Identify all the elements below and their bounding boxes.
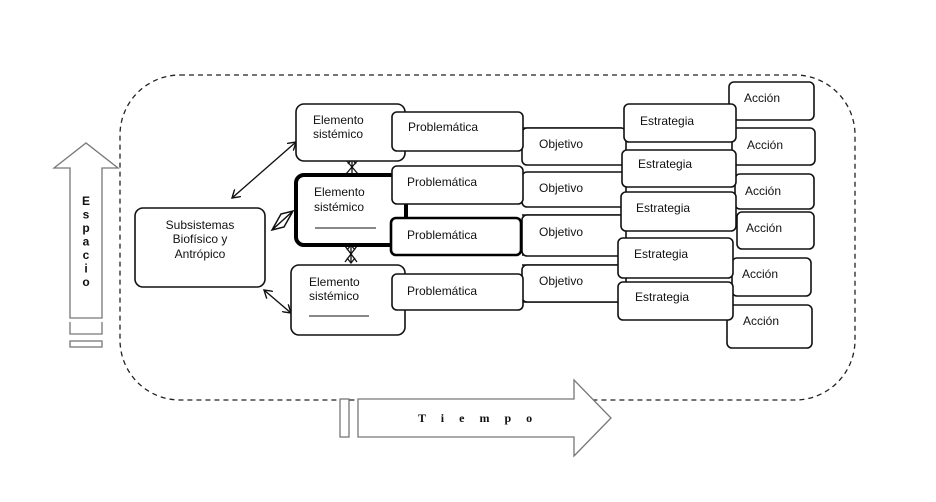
problems: Problemática Problemática Problemática P… xyxy=(389,111,524,311)
objective-label: Objetivo xyxy=(539,137,583,151)
element-2-3-link xyxy=(344,243,358,265)
svg-text:sistémico: sistémico xyxy=(309,289,359,303)
problem-box xyxy=(391,165,524,205)
space-axis-letter: i xyxy=(84,262,87,276)
strategies: Estrategia Estrategia Estrategia Estrate… xyxy=(617,103,737,321)
root-subsystems-box xyxy=(134,207,266,288)
actions: Acción Acción Acción Acción Acción Acció… xyxy=(726,81,816,349)
strategy-label: Estrategia xyxy=(638,157,692,171)
space-axis-letter: o xyxy=(82,275,89,289)
action-box xyxy=(731,127,816,166)
root-to-element-2-link xyxy=(270,209,295,232)
space-axis-letter: E xyxy=(82,194,90,208)
problem-label: Problemática xyxy=(407,284,477,298)
strategy-label: Estrategia xyxy=(636,201,690,215)
strategy-box xyxy=(623,103,737,143)
space-axis-letter: p xyxy=(82,221,89,235)
strategy-box xyxy=(621,149,737,188)
problem-label: Problemática xyxy=(408,120,478,134)
objectives: Objetivo Objetivo Objetivo Objetivo xyxy=(521,127,627,303)
action-label: Acción xyxy=(744,91,780,105)
svg-text:Elemento: Elemento xyxy=(313,113,364,127)
action-label: Acción xyxy=(747,138,783,152)
space-axis-letter: s xyxy=(83,208,90,222)
problem-box xyxy=(391,111,524,152)
action-box xyxy=(728,81,815,121)
root-subsystems: Subsistemas Biofísico y Antrópico xyxy=(134,207,266,288)
strategy-label: Estrategia xyxy=(634,247,688,261)
action-label: Acción xyxy=(746,221,782,235)
strategy-box xyxy=(617,281,734,321)
space-axis-letter: a xyxy=(83,235,90,249)
problem-label: Problemática xyxy=(407,175,477,189)
action-label: Acción xyxy=(745,184,781,198)
strategy-box xyxy=(617,237,734,279)
problem-box-highlighted xyxy=(389,216,523,257)
strategy-label: Estrategia xyxy=(640,114,694,128)
systemic-elements: Elemento sistémico Elemento sistémico El… xyxy=(290,103,408,336)
space-axis-letter: c xyxy=(83,248,90,262)
action-box xyxy=(726,304,813,349)
objective-label: Objetivo xyxy=(539,225,583,239)
action-box xyxy=(736,211,815,250)
svg-text:Subsistemas: Subsistemas xyxy=(166,218,235,232)
problem-label: Problemática xyxy=(407,228,477,242)
objective-label: Objetivo xyxy=(539,181,583,195)
svg-text:Antrópico: Antrópico xyxy=(175,247,226,261)
action-label: Acción xyxy=(742,267,778,281)
action-label: Acción xyxy=(743,314,779,328)
strategy-box xyxy=(620,191,737,232)
svg-text:sistémico: sistémico xyxy=(313,127,363,141)
problem-box xyxy=(391,273,524,311)
svg-text:Elemento: Elemento xyxy=(314,185,365,199)
svg-text:Biofísico y: Biofísico y xyxy=(173,232,228,246)
time-axis-arrow: T i e m p o xyxy=(339,378,612,458)
objective-label: Objetivo xyxy=(539,274,583,288)
svg-text:Elemento: Elemento xyxy=(309,275,360,289)
svg-text:sistémico: sistémico xyxy=(314,200,364,214)
action-box xyxy=(734,173,815,210)
strategy-label: Estrategia xyxy=(635,290,689,304)
root-to-element-3-arrow xyxy=(264,290,291,313)
time-axis-label: T i e m p o xyxy=(418,411,538,425)
root-to-element-1-arrow xyxy=(232,142,296,198)
